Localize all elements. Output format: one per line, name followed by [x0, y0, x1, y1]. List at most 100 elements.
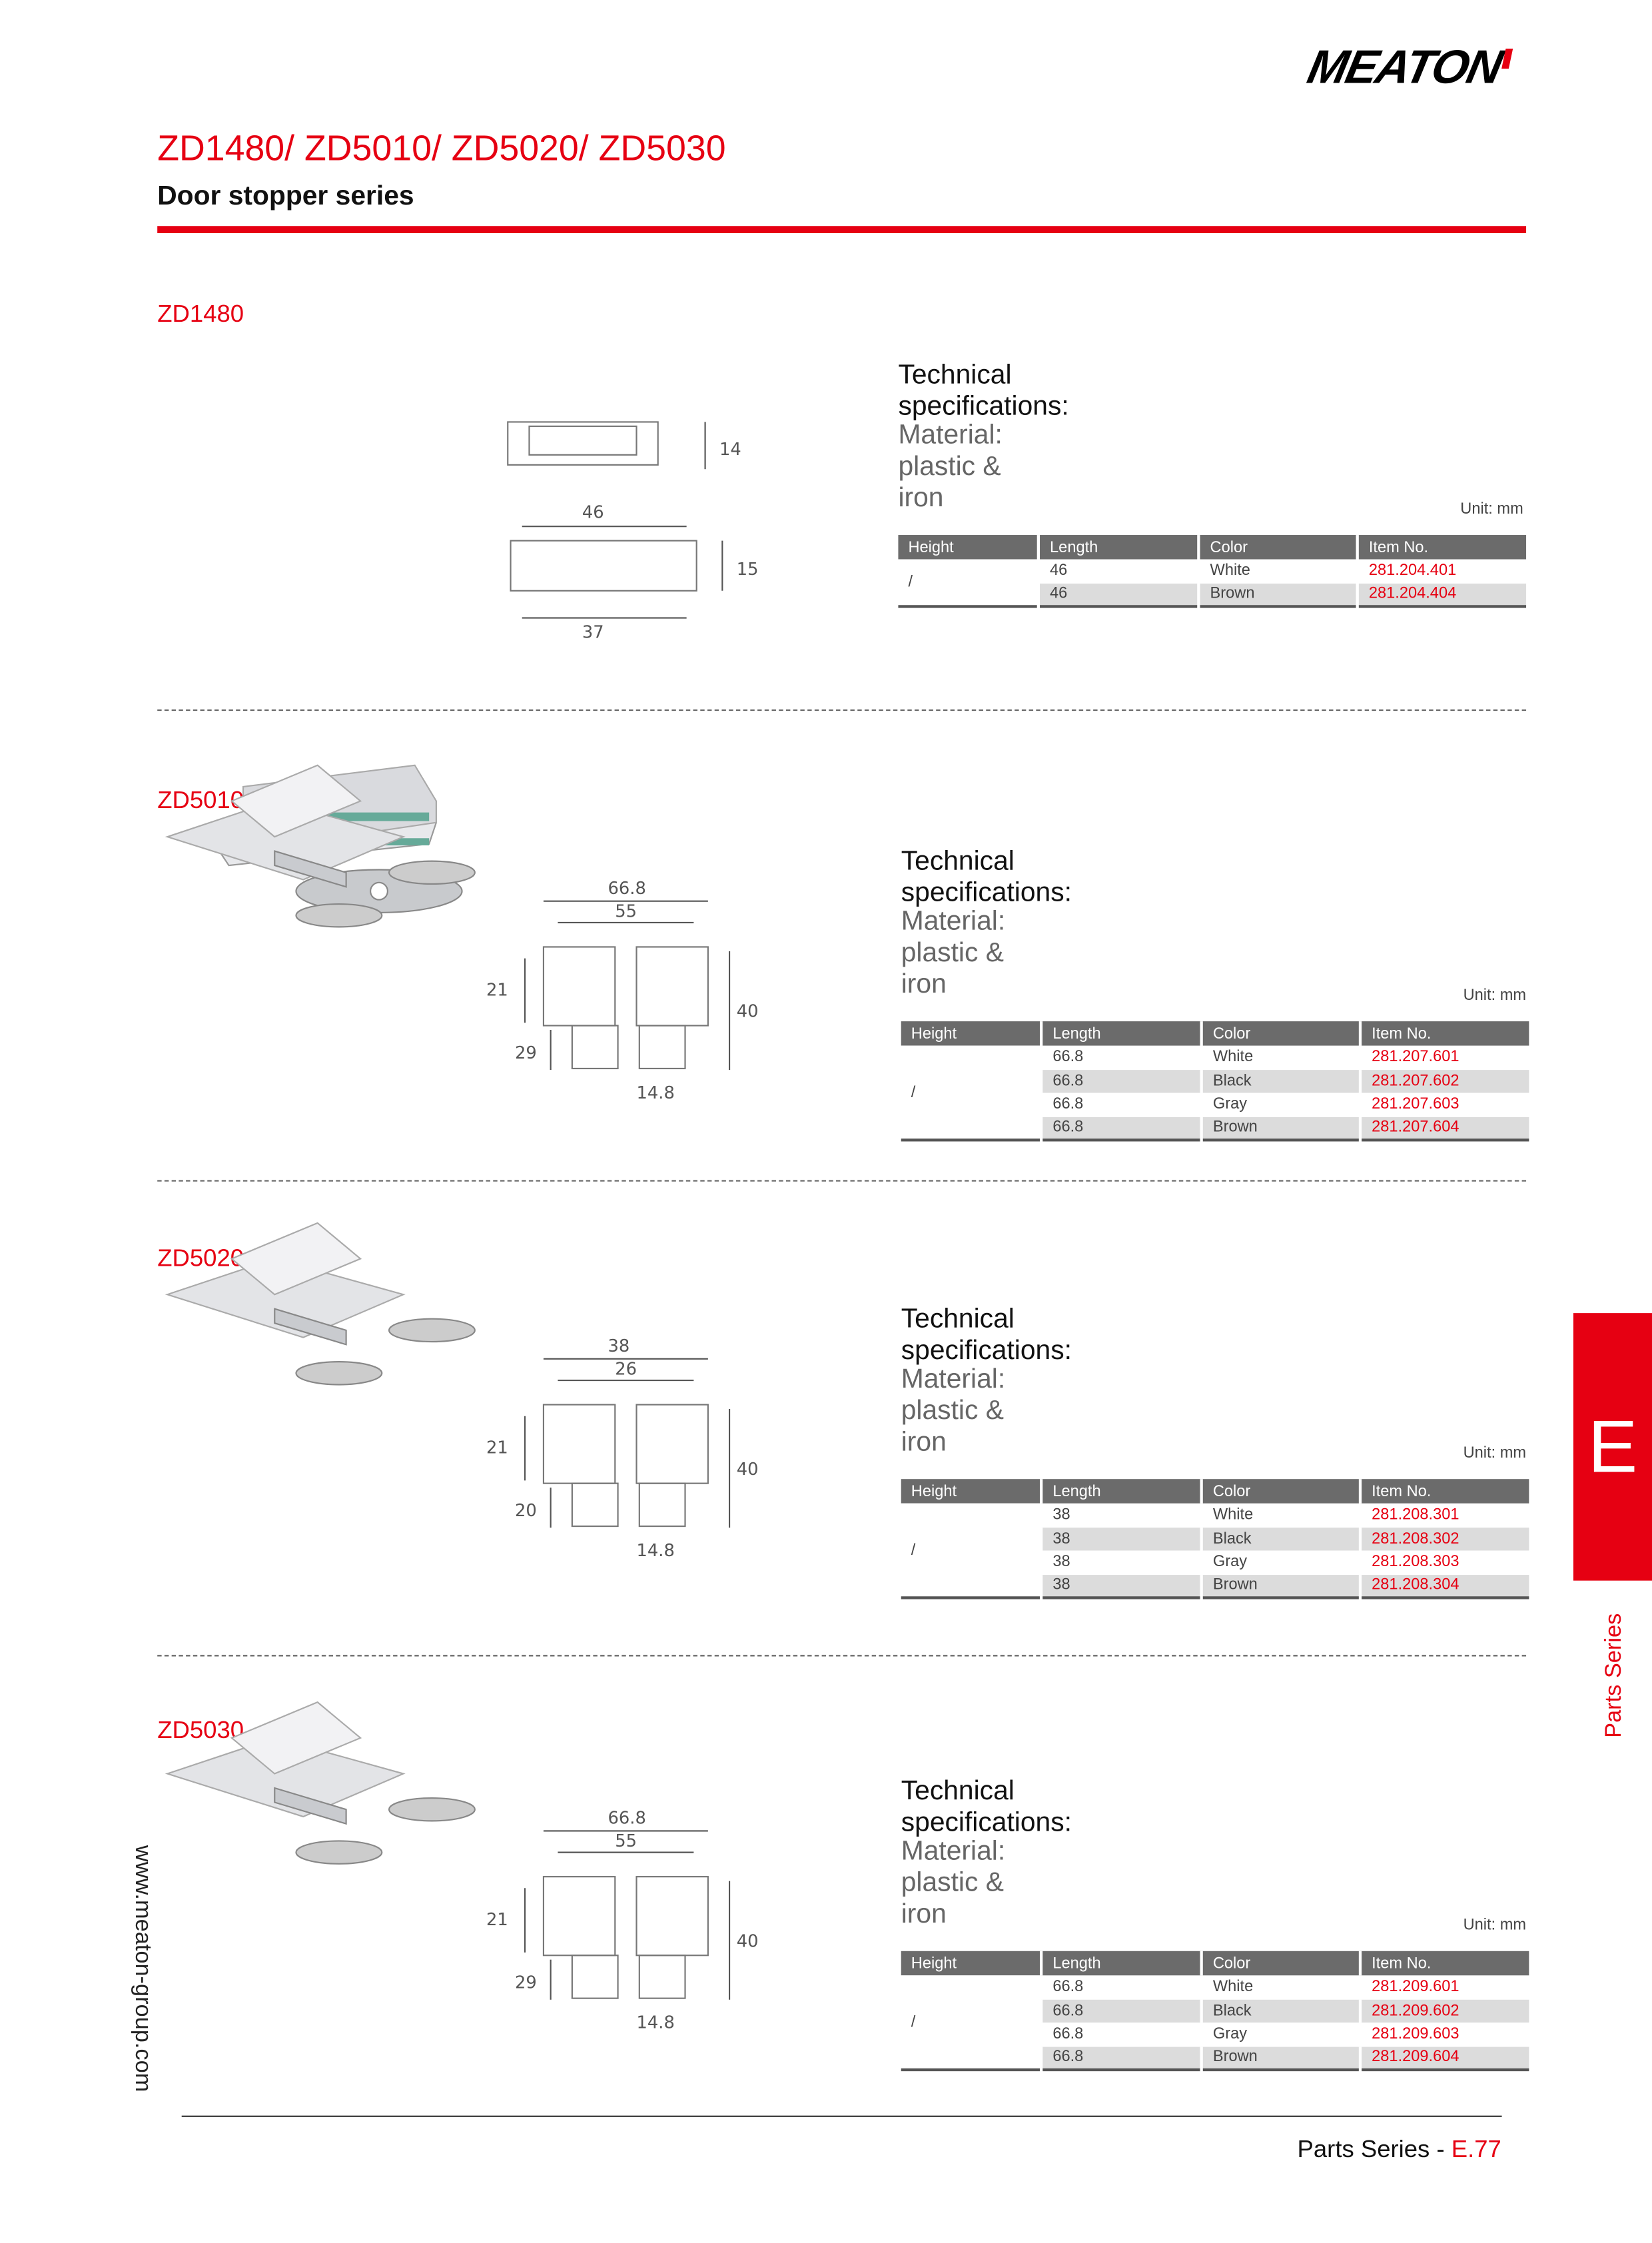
- color-cell: White: [1200, 1503, 1360, 1528]
- color-cell: White: [1197, 559, 1358, 583]
- dim-label: 40: [737, 1460, 759, 1480]
- length-cell: 66.8: [1040, 2022, 1202, 2046]
- dim-label: 37: [582, 623, 604, 643]
- product-photo: [165, 1222, 476, 1386]
- column-header: Item No.: [1358, 1479, 1529, 1504]
- technical-drawing: 14 46 15 37: [507, 421, 759, 643]
- table-row: 66.8 Black 281.209.602: [901, 1999, 1529, 2023]
- unit-label: Unit: mm: [1463, 1444, 1527, 1462]
- column-header: Length: [1040, 1479, 1202, 1504]
- color-cell: Black: [1200, 1527, 1360, 1551]
- table-row: 66.8 Brown 281.209.604: [901, 2046, 1529, 2070]
- dim-label: 14: [719, 440, 741, 460]
- color-cell: White: [1200, 1975, 1360, 1999]
- length-cell: 38: [1040, 1573, 1202, 1598]
- color-cell: Brown: [1200, 1116, 1360, 1140]
- length-cell: 66.8: [1040, 1069, 1202, 1093]
- height-cell: /: [901, 1975, 1042, 2070]
- unit-label: Unit: mm: [1463, 987, 1527, 1005]
- dim-label: 26: [615, 1359, 637, 1379]
- product-illustration: 38 26 21 40 20 14.8: [0, 1222, 858, 1602]
- title-divider: [157, 226, 1527, 233]
- column-header: Height: [901, 1021, 1042, 1046]
- unit-label: Unit: mm: [1463, 1917, 1527, 1935]
- table-row: 66.8 Gray 281.207.603: [901, 1093, 1529, 1117]
- table-row: / 66.8 White 281.209.601: [901, 1975, 1529, 2070]
- table-row: 38 Black 281.208.302: [901, 1527, 1529, 1551]
- page-number: E.77: [1451, 2135, 1501, 2163]
- length-cell: 46: [1036, 559, 1199, 583]
- product-illustration: 66.8 55 21 40 29 14.8: [0, 1701, 858, 2074]
- product-illustration: 66.8 55 21 40 29 14.8: [0, 764, 858, 1144]
- column-header: Color: [1200, 1479, 1360, 1504]
- column-header: Item No.: [1356, 535, 1527, 560]
- page-subtitle: Door stopper series: [157, 181, 414, 212]
- product-photo: [165, 764, 476, 928]
- column-header: Height: [898, 535, 1038, 560]
- item-number-cell: 281.207.603: [1358, 1093, 1529, 1117]
- column-header: Color: [1200, 1951, 1360, 1976]
- column-header: Item No.: [1358, 1951, 1529, 1976]
- unit-label: Unit: mm: [1460, 500, 1523, 518]
- color-cell: White: [1200, 1045, 1360, 1070]
- material-text: Material: plastic & iron: [898, 420, 1003, 514]
- section-label: ZD1480: [157, 300, 244, 328]
- table-row: 38 Brown 281.208.304: [901, 1573, 1529, 1598]
- dim-label: 21: [486, 1910, 508, 1930]
- table-row: / 38 White 281.208.301: [901, 1503, 1529, 1598]
- column-header: Length: [1040, 1021, 1202, 1046]
- dim-label: 40: [737, 1002, 759, 1022]
- dim-label: 15: [737, 560, 759, 580]
- length-cell: 66.8: [1040, 1045, 1202, 1070]
- column-header: Color: [1197, 535, 1358, 560]
- item-number-cell: 281.209.602: [1358, 1999, 1529, 2023]
- meaton-logo: MEATON: [1303, 40, 1515, 95]
- website-url: www.meaton-group.com: [130, 1845, 155, 2092]
- dim-label: 21: [486, 1438, 508, 1458]
- dim-label: 21: [486, 980, 508, 1000]
- dim-label: 66.8: [608, 1809, 646, 1829]
- height-cell: /: [901, 1503, 1042, 1598]
- technical-drawing: 66.8 55 21 40 29 14.8: [486, 879, 759, 1103]
- table-row: / 46 White 281.204.401: [898, 559, 1527, 607]
- dim-label: 55: [615, 1831, 637, 1851]
- spec-title: Technical specifications:: [901, 1776, 1072, 1839]
- color-cell: Brown: [1197, 582, 1358, 607]
- item-number-cell: 281.207.601: [1358, 1045, 1529, 1070]
- spec-title: Technical specifications:: [901, 1304, 1072, 1366]
- dim-label: 38: [608, 1336, 630, 1356]
- section-label: ZD5030: [157, 1716, 244, 1744]
- dim-label: 46: [582, 502, 604, 522]
- column-header: Height: [901, 1951, 1042, 1976]
- section-divider: [157, 1180, 1527, 1182]
- dim-label: 29: [515, 1973, 537, 1993]
- height-cell: /: [898, 559, 1038, 607]
- table-row: 66.8 Gray 281.209.603: [901, 2022, 1529, 2046]
- item-number-cell: 281.208.301: [1358, 1503, 1529, 1528]
- color-cell: Gray: [1200, 2022, 1360, 2046]
- item-number-cell: 281.209.601: [1358, 1975, 1529, 1999]
- technical-drawing: 38 26 21 40 20 14.8: [486, 1336, 759, 1561]
- length-cell: 38: [1040, 1550, 1202, 1574]
- color-cell: Black: [1200, 1999, 1360, 2023]
- length-cell: 38: [1040, 1503, 1202, 1528]
- section-tab-e[interactable]: E: [1573, 1313, 1652, 1581]
- color-cell: Black: [1200, 1069, 1360, 1093]
- column-header: Length: [1036, 535, 1199, 560]
- section-divider: [157, 709, 1527, 711]
- item-number-cell: 281.208.304: [1358, 1573, 1529, 1598]
- color-cell: Brown: [1200, 1573, 1360, 1598]
- product-illustration: 14 46 15 37: [0, 314, 858, 913]
- section-label: ZD5020: [157, 1244, 244, 1272]
- table-row: 46 Brown 281.204.404: [898, 582, 1527, 607]
- product-photo: [165, 1701, 476, 1865]
- section-label: ZD5010: [157, 786, 244, 814]
- dim-label: 14.8: [637, 1541, 675, 1561]
